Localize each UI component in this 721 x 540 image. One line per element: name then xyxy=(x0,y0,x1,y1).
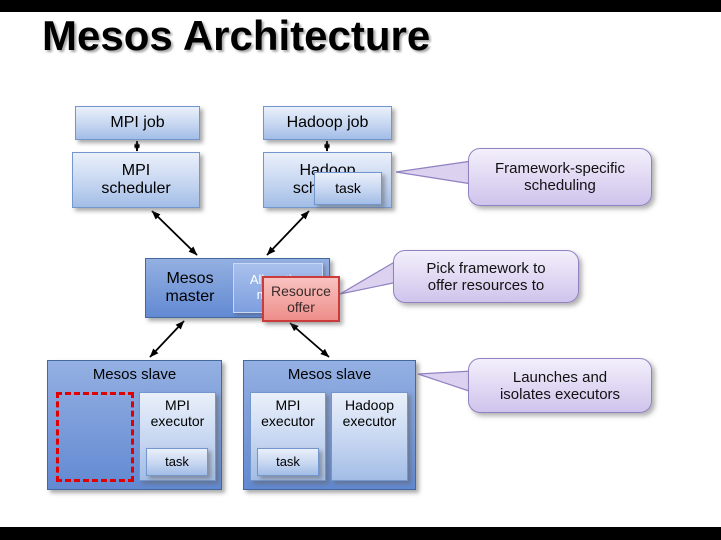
bottom-letterbox-bar xyxy=(0,527,721,540)
callout-launches-isolates-text: Launches and isolates executors xyxy=(499,368,621,403)
callout-launches-isolates: Launches and isolates executors xyxy=(468,358,652,413)
hadoop-job-box: Hadoop job xyxy=(263,106,392,140)
mesos-slave2-label: Mesos slave xyxy=(287,366,372,383)
slide-title: Mesos Architecture xyxy=(42,12,431,59)
callout-framework-specific: Framework-specific scheduling xyxy=(468,148,652,206)
arrow-master-slave1 xyxy=(149,320,185,358)
mesos-master-label: Mesos master xyxy=(165,269,215,305)
slave2-task-box: task xyxy=(257,448,319,476)
top-letterbox-bar xyxy=(0,0,721,12)
arrow-hadoopscheduler-master xyxy=(266,210,310,256)
empty-executor-dashed-rect xyxy=(56,392,134,482)
callout-tail-pick-framework xyxy=(339,258,399,295)
resource-offer-label: Resource offer xyxy=(271,282,331,315)
mesos-slave1-label: Mesos slave xyxy=(92,366,177,383)
mpi-scheduler-label: MPI scheduler xyxy=(101,161,171,197)
arrow-master-slave2 xyxy=(289,322,330,358)
slave2-task-label: task xyxy=(276,453,300,469)
callout-pick-framework-text: Pick framework to offer resources to xyxy=(426,259,546,294)
resource-offer-box: Resource offer xyxy=(262,276,340,322)
hadoop-scheduler-task-box: task xyxy=(314,172,382,205)
hadoop-scheduler-task-label: task xyxy=(335,180,361,197)
callout-framework-specific-text: Framework-specific scheduling xyxy=(494,160,626,194)
slave1-task-box: task xyxy=(146,448,208,476)
slave2-hadoop-executor-box: Hadoop executor xyxy=(331,392,408,481)
hadoop-job-label: Hadoop job xyxy=(286,113,369,131)
slave1-mpi-executor-label: MPI executor xyxy=(150,397,205,430)
slave2-mpi-executor-label: MPI executor xyxy=(261,397,315,430)
arrow-mpischeduler-master xyxy=(151,210,198,256)
callout-tail-framework-specific xyxy=(395,160,473,185)
mpi-scheduler-box: MPI scheduler xyxy=(72,152,200,208)
mpi-job-label: MPI job xyxy=(110,113,165,131)
callout-tail-launches-isolates xyxy=(417,370,473,393)
callout-pick-framework: Pick framework to offer resources to xyxy=(393,250,579,303)
mpi-job-box: MPI job xyxy=(75,106,200,140)
slave1-task-label: task xyxy=(165,453,189,469)
slave2-hadoop-executor-label: Hadoop executor xyxy=(342,397,397,430)
